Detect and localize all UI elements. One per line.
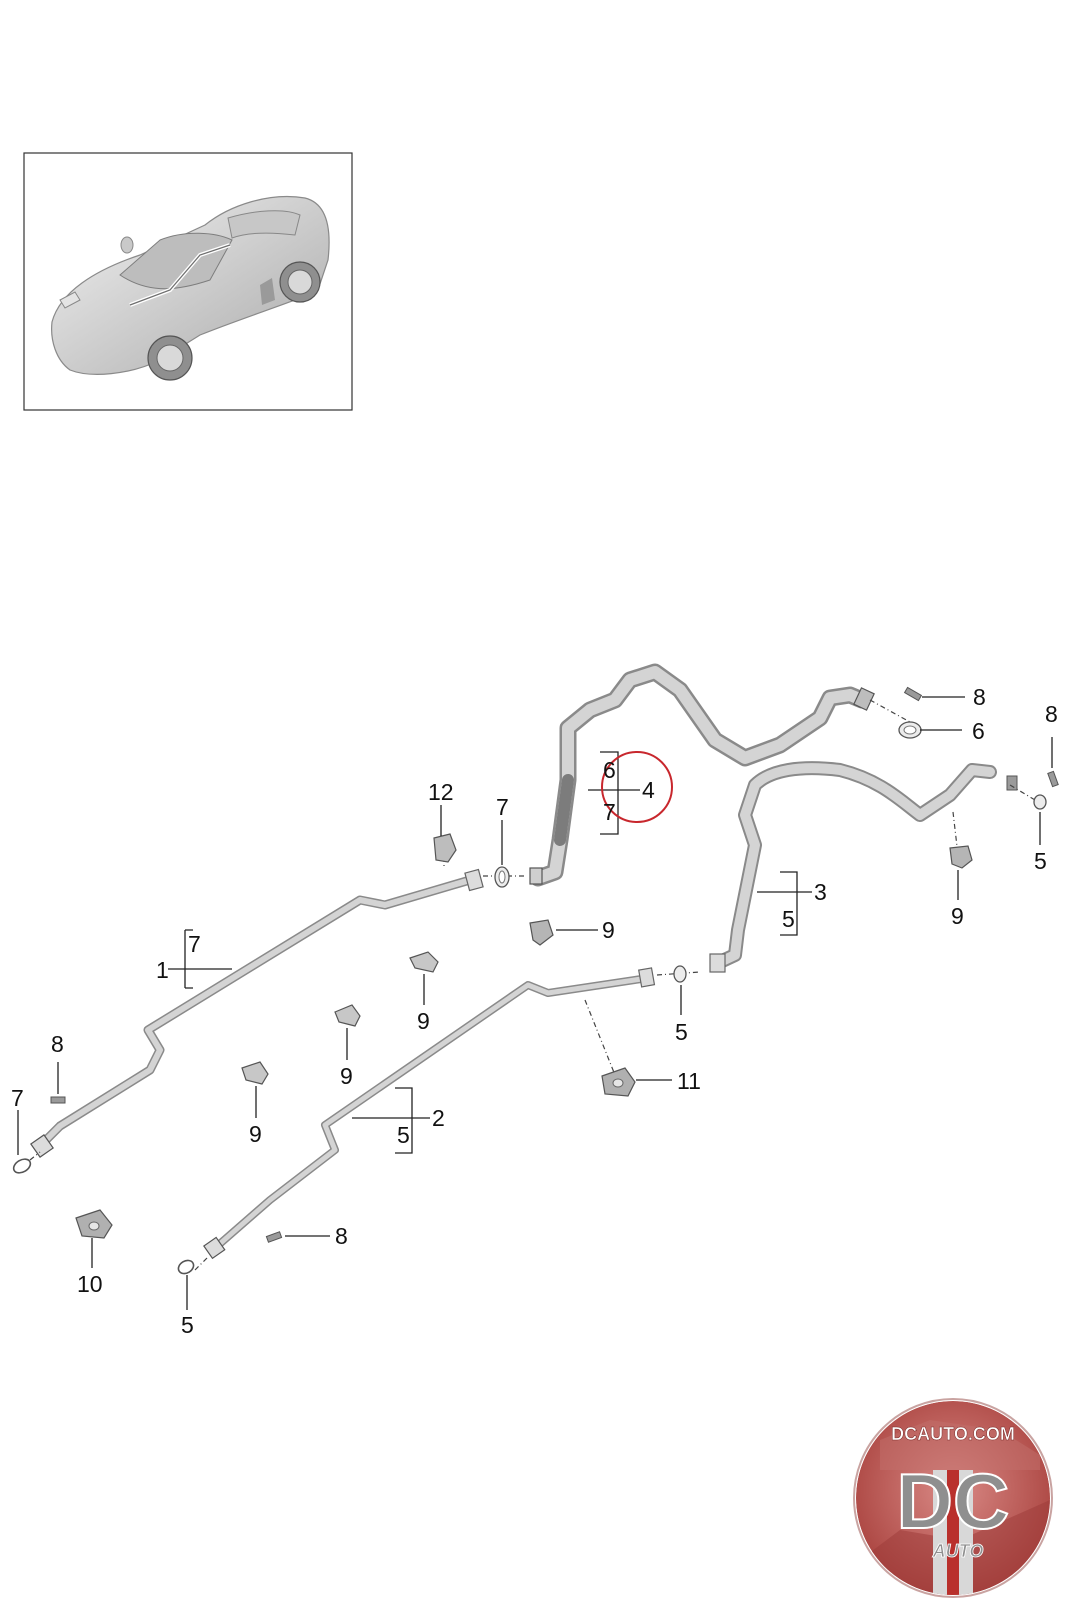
holder-10 bbox=[75, 1209, 113, 1239]
car-illustration bbox=[51, 195, 330, 381]
callout-8-c: 8 bbox=[51, 1031, 64, 1057]
callout-9-b: 9 bbox=[417, 1008, 430, 1034]
callout-8-b: 8 bbox=[1045, 701, 1058, 727]
ac-hose-4 bbox=[529, 663, 875, 887]
callout-8-d: 8 bbox=[335, 1223, 348, 1249]
o-ring-7-lower bbox=[12, 1158, 32, 1174]
clip-9-e bbox=[949, 845, 973, 869]
vehicle-overview-thumbnail bbox=[23, 152, 353, 411]
callout-10: 10 bbox=[77, 1271, 103, 1297]
callout-9-c: 9 bbox=[340, 1063, 353, 1089]
callout-4: 4 bbox=[642, 777, 655, 803]
o-ring-5-a bbox=[673, 965, 687, 983]
bolt-8-a bbox=[903, 686, 923, 702]
clip-9-d bbox=[241, 1061, 269, 1085]
callout-5-c: 5 bbox=[1034, 848, 1047, 874]
callout-7-a: 7 bbox=[496, 794, 509, 820]
leader-lines bbox=[17, 696, 1053, 1310]
clip-9-c bbox=[334, 1004, 361, 1027]
callout-12: 12 bbox=[428, 779, 454, 805]
o-ring-5-b bbox=[177, 1259, 195, 1275]
bracket-12 bbox=[433, 833, 457, 863]
logo-top-text: DCAUTO.COM bbox=[891, 1424, 1015, 1444]
callout-7-b: 7 bbox=[11, 1085, 24, 1111]
dcauto-logo: DCAUTO.COM DC AUTO bbox=[853, 1398, 1053, 1598]
callout-9-d: 9 bbox=[249, 1121, 262, 1147]
ac-line-3 bbox=[709, 761, 1018, 973]
ac-line-2 bbox=[203, 967, 656, 1260]
callout-5-a: 5 bbox=[675, 1019, 688, 1045]
o-ring-6 bbox=[898, 721, 922, 739]
callout-3-sub-5: 5 bbox=[782, 906, 795, 932]
bolt-8-d bbox=[265, 1231, 283, 1243]
bolt-8-b bbox=[1047, 770, 1059, 788]
clip-9-a bbox=[529, 919, 554, 946]
logo-bottom-text: AUTO bbox=[932, 1541, 984, 1561]
o-ring-5-c bbox=[1033, 794, 1047, 810]
callout-9-e: 9 bbox=[951, 903, 964, 929]
callout-5-b: 5 bbox=[181, 1312, 194, 1338]
callout-2-sub-5: 5 bbox=[397, 1122, 410, 1148]
callout-1-sub-7: 7 bbox=[188, 931, 201, 957]
clip-9-b bbox=[409, 951, 439, 973]
callout-4-sub-6: 6 bbox=[603, 757, 616, 783]
callout-labels: 1 7 2 5 3 5 4 6 7 5 5 5 6 7 7 8 8 8 8 9 … bbox=[11, 684, 1058, 1338]
callout-2: 2 bbox=[432, 1105, 445, 1131]
callout-6: 6 bbox=[972, 718, 985, 744]
holder-11 bbox=[601, 1067, 636, 1097]
logo-mark: DC bbox=[897, 1457, 1010, 1545]
callout-1: 1 bbox=[156, 957, 169, 983]
callout-8-a: 8 bbox=[973, 684, 986, 710]
callout-9-a: 9 bbox=[602, 917, 615, 943]
highlight-circle bbox=[601, 751, 673, 823]
o-ring-7-upper bbox=[494, 866, 510, 888]
bolt-8-c bbox=[50, 1096, 66, 1104]
ac-line-1 bbox=[30, 868, 484, 1158]
callout-11: 11 bbox=[677, 1068, 701, 1094]
callout-3: 3 bbox=[814, 879, 827, 905]
callout-4-sub-7: 7 bbox=[603, 799, 616, 825]
